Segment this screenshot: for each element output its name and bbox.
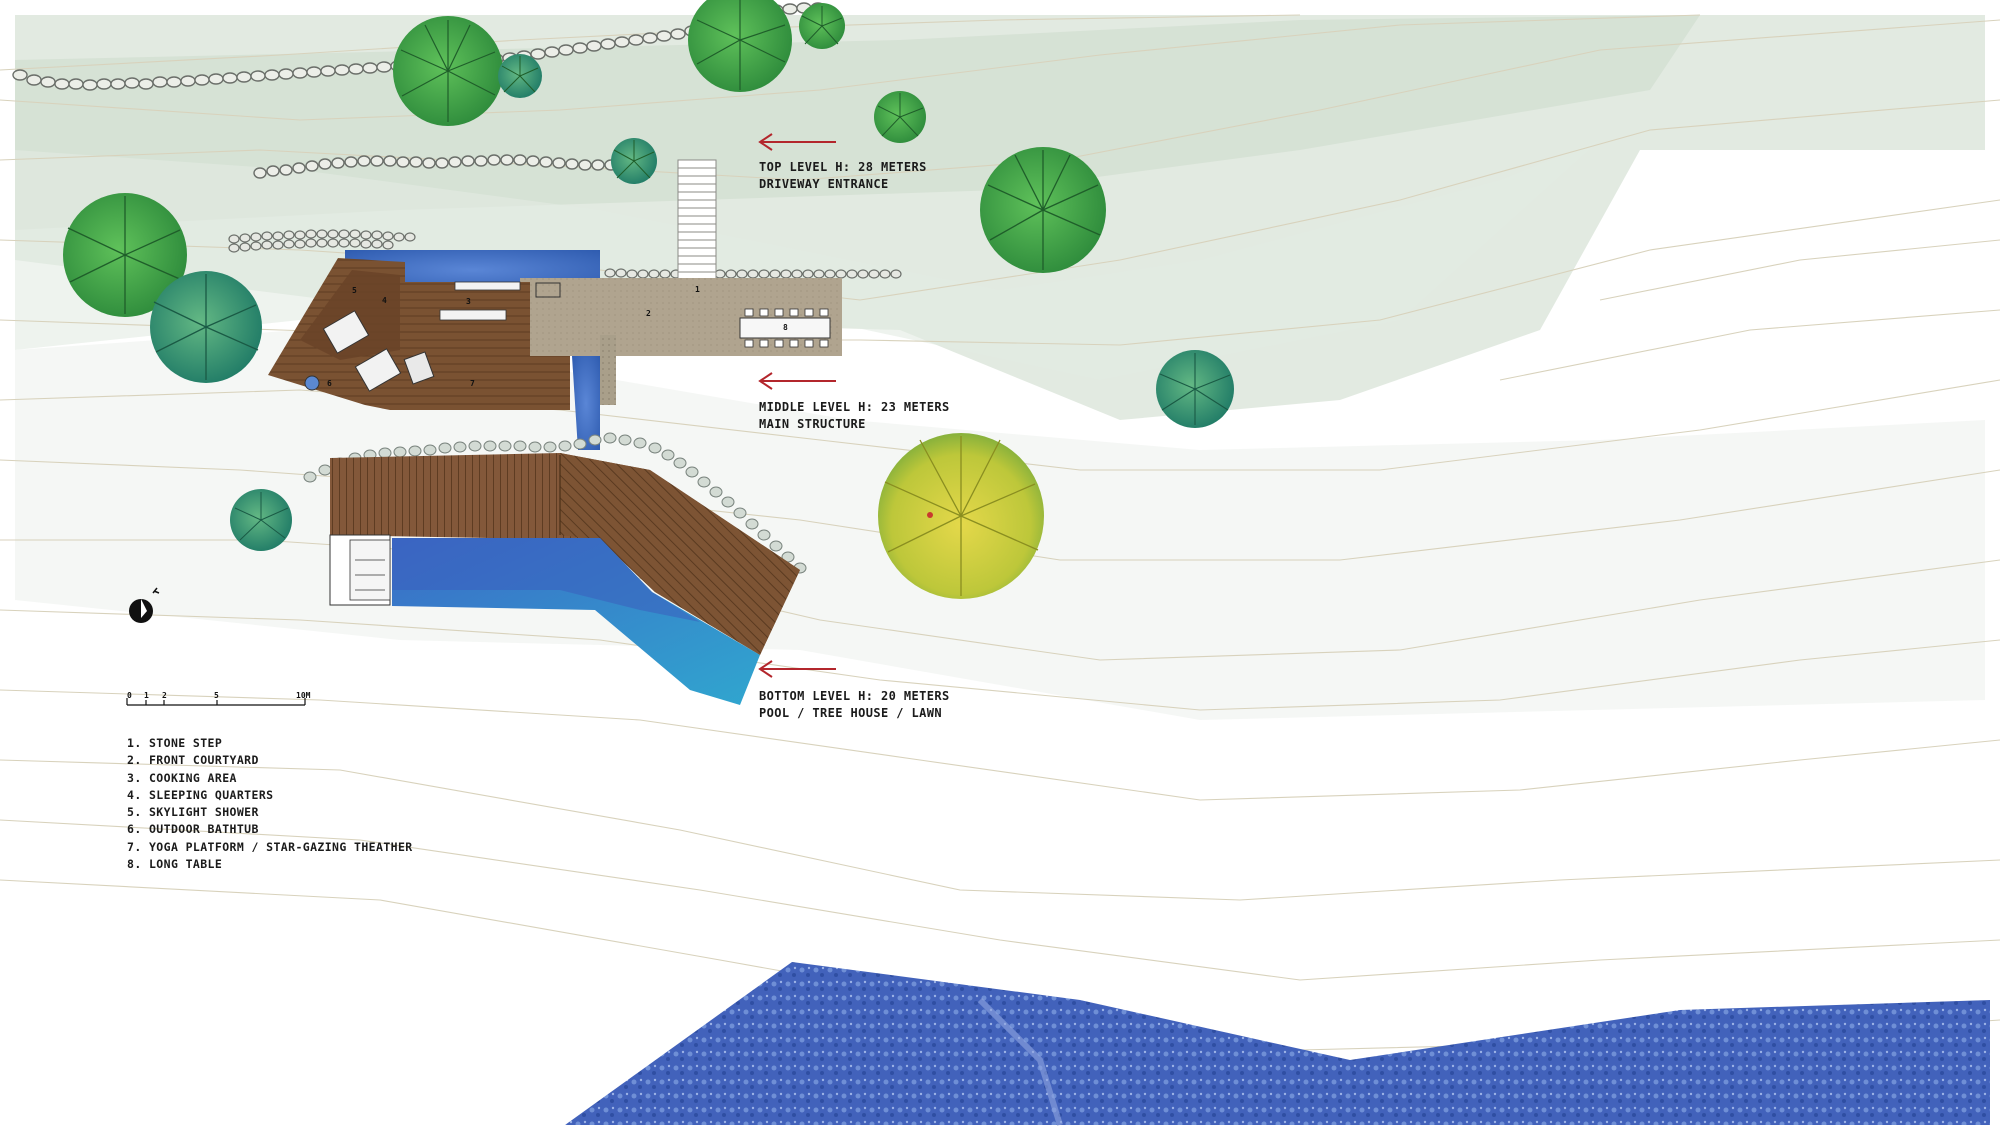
- plan-number-4: 4: [382, 296, 387, 305]
- tree-9: [150, 271, 262, 383]
- plan-number-3: 3: [466, 297, 471, 306]
- tree-1: [393, 16, 503, 126]
- plan-number-1: 1: [695, 285, 700, 294]
- trees: [63, 0, 1234, 599]
- stone-edge-bottom: [303, 432, 807, 574]
- tree-5: [874, 91, 926, 143]
- arrow-middle-level-icon: [758, 372, 836, 390]
- bottom-level-label: BOTTOM LEVEL H: 20 METERS POOL / TREE HO…: [759, 688, 950, 722]
- river: [565, 962, 1990, 1125]
- legend-item-1: 1. STONE STEP: [127, 736, 223, 750]
- arrow-top-level-icon: [758, 133, 836, 151]
- legend-item-6: 6. OUTDOOR BATHTUB: [127, 822, 259, 837]
- top-level-height: TOP LEVEL H: 28 METERS: [759, 160, 927, 174]
- legend-item-3: 3. COOKING AREA: [127, 770, 237, 785]
- tree-11: [878, 433, 1044, 599]
- tree-2: [498, 54, 542, 98]
- top-level-name: DRIVEWAY ENTRANCE: [759, 177, 889, 191]
- tree-4: [799, 3, 845, 49]
- legend-item-5: 5. SKYLIGHT SHOWER: [127, 805, 259, 820]
- scale-bar-ticks: 0 1 2 5 10M: [127, 691, 311, 700]
- stone-step-stair: [677, 159, 717, 281]
- legend: 1. STONE STEP 2. FRONT COURTYARD 3. COOK…: [127, 735, 413, 873]
- legend-item-8: 8. LONG TABLE: [127, 857, 223, 872]
- stone-wall-middle: [253, 154, 618, 179]
- tree-6: [611, 138, 657, 184]
- legend-item-7: 7. YOGA PLATFORM / STAR-GAZING THEATHER: [127, 839, 413, 854]
- bottom-level-name: POOL / TREE HOUSE / LAWN: [759, 706, 942, 720]
- middle-level-label: MIDDLE LEVEL H: 23 METERS MAIN STRUCTURE: [759, 399, 950, 433]
- arrow-bottom-level-icon: [758, 660, 836, 678]
- legend-item-4: 4. SLEEPING QUARTERS: [127, 787, 274, 802]
- tree-3: [688, 0, 792, 92]
- tree-8: [63, 193, 187, 317]
- middle-level-name: MAIN STRUCTURE: [759, 417, 866, 431]
- plan-number-5: 5: [352, 286, 357, 295]
- plan-number-7: 7: [470, 379, 475, 388]
- scale-tick-1: 1: [144, 691, 149, 700]
- top-level-label: TOP LEVEL H: 28 METERS DRIVEWAY ENTRANCE: [759, 159, 927, 193]
- tree-7: [980, 147, 1106, 273]
- scale-tick-5: 5: [214, 691, 219, 700]
- plan-number-8: 8: [783, 323, 788, 332]
- scale-tick-10m: 10M: [296, 691, 311, 700]
- side-pool-channel: [572, 356, 600, 450]
- scale-tick-2: 2: [162, 691, 167, 700]
- scale-tick-0: 0: [127, 691, 132, 700]
- outdoor-bathtub: [304, 375, 320, 391]
- north-arrow-icon: [129, 587, 160, 623]
- long-table: [739, 308, 831, 348]
- middle-level-height: MIDDLE LEVEL H: 23 METERS: [759, 400, 950, 414]
- plan-number-6: 6: [327, 379, 332, 388]
- bottom-level-height: BOTTOM LEVEL H: 20 METERS: [759, 689, 950, 703]
- level-arrows: [758, 133, 836, 678]
- legend-item-2: 2. FRONT COURTYARD: [127, 753, 259, 768]
- plan-numbers: 1 2 3 4 5 6 7 8: [327, 285, 788, 388]
- scale-bar: [126, 698, 306, 706]
- tree-12: [230, 489, 292, 551]
- tree-house: [329, 534, 391, 606]
- tree-10: [1156, 350, 1234, 428]
- plan-number-2: 2: [646, 309, 651, 318]
